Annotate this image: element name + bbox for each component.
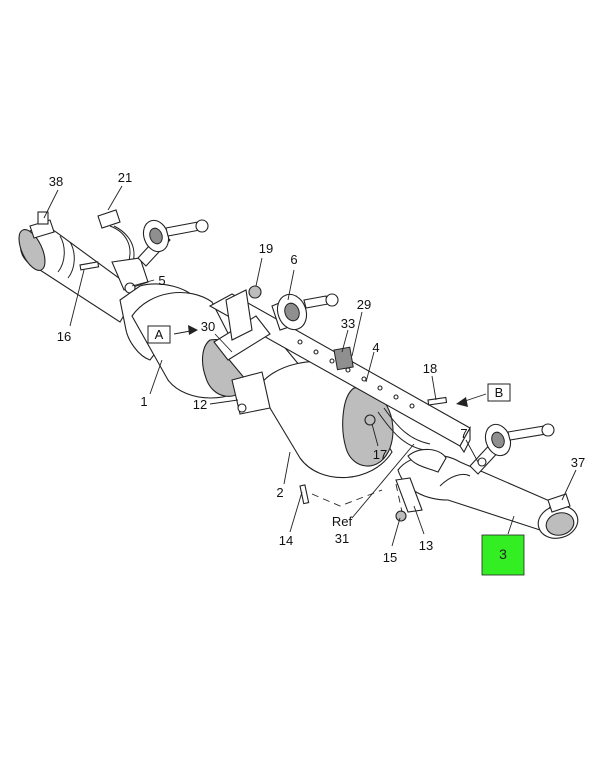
callout-37: 37 — [571, 455, 585, 470]
arrow-b-head — [456, 397, 468, 407]
nut-15 — [395, 510, 407, 522]
bracket-30 — [213, 289, 271, 361]
isolator-mount-6 — [271, 293, 339, 331]
leader-lines — [43, 185, 577, 547]
callout-30: 30 — [201, 319, 215, 334]
view-box-a: A — [147, 325, 171, 344]
bolt-16 — [79, 261, 100, 271]
sensor-module-33 — [333, 346, 354, 371]
sensor-21 — [97, 209, 135, 271]
bolt-18 — [427, 396, 448, 406]
isolator-mount-7 — [469, 423, 555, 475]
callout-6: 6 — [290, 252, 297, 267]
isolator-mount-left — [137, 219, 209, 267]
callout-29: 29 — [357, 297, 371, 312]
outlet-pipe-3 — [397, 448, 553, 531]
assembly-guide-lines — [311, 483, 403, 513]
mounting-rail-4 — [208, 293, 471, 454]
arrow-a-head — [188, 325, 198, 335]
bracket-13 — [395, 477, 423, 513]
view-box-b: B — [487, 383, 511, 402]
highlight-rect[interactable] — [481, 534, 525, 576]
callout-15: 15 — [383, 550, 397, 565]
callout-33: 33 — [341, 316, 355, 331]
highlight-box-part-3[interactable]: 3 — [481, 534, 525, 576]
callout-7: 7 — [460, 426, 467, 441]
flange-clamp-12 — [231, 371, 271, 415]
callout-ref-31: 31 — [335, 531, 349, 546]
callout-21: 21 — [118, 170, 132, 185]
callout-16: 16 — [57, 329, 71, 344]
view-arrows — [173, 325, 487, 407]
callout-4: 4 — [372, 340, 379, 355]
callout-19: 19 — [259, 241, 273, 256]
fastener-17 — [364, 414, 376, 426]
bolt-14 — [299, 484, 310, 505]
callout-ref-word: Ref — [332, 514, 353, 529]
callout-14: 14 — [279, 533, 293, 548]
callout-18: 18 — [423, 361, 437, 376]
view-box-b-label: B — [495, 385, 504, 400]
outlet-clamp-37 — [537, 493, 579, 539]
callout-17: 17 — [373, 447, 387, 462]
nut-19 — [248, 285, 262, 299]
callout-2: 2 — [276, 485, 283, 500]
clamp-38 — [29, 211, 55, 239]
callout-13: 13 — [419, 538, 433, 553]
highlight-label: 3 — [499, 546, 507, 562]
callout-labels: 38 21 16 5 19 6 29 30 33 4 1 12 18 17 7 … — [49, 170, 585, 565]
dpf-canister-2 — [257, 361, 394, 479]
callout-1: 1 — [140, 394, 147, 409]
bracket-5 — [111, 257, 149, 294]
callout-38: 38 — [49, 174, 63, 189]
sensor-tube-31 — [377, 407, 431, 451]
callout-5: 5 — [158, 273, 165, 288]
callout-12: 12 — [193, 397, 207, 412]
view-box-a-label: A — [155, 327, 164, 342]
